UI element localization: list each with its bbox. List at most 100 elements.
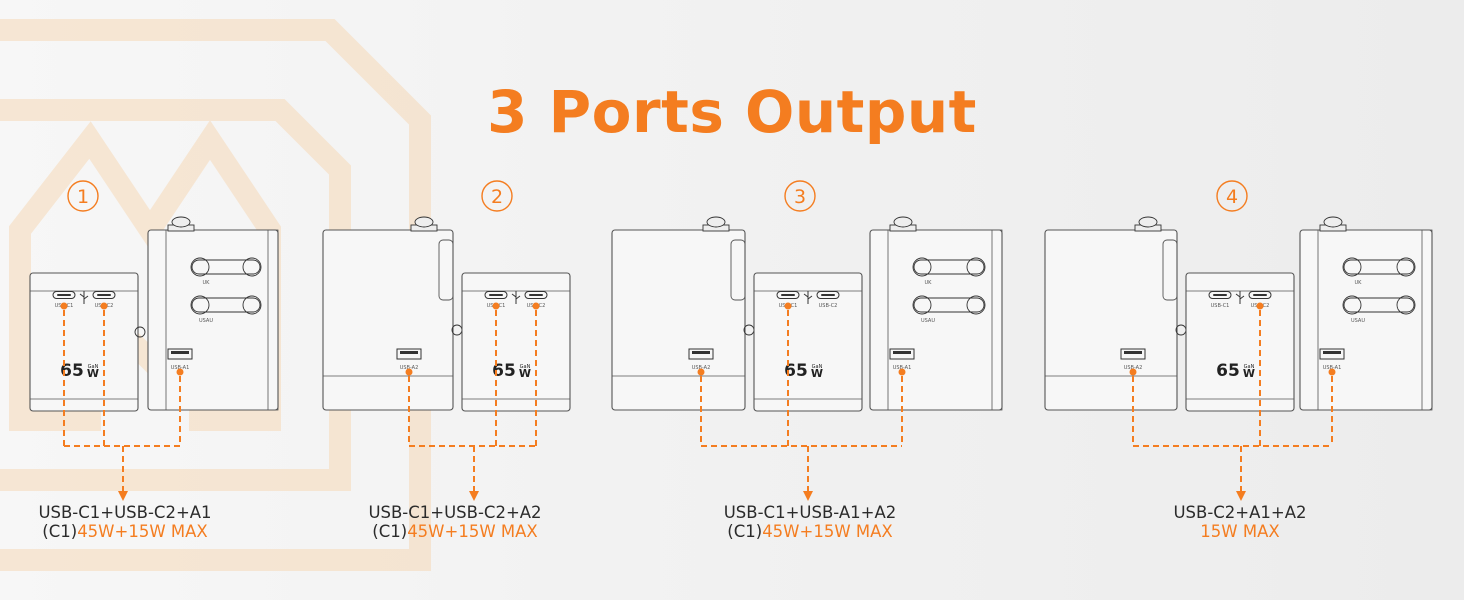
page-title: 3 Ports Output — [487, 78, 977, 146]
port-indicator-dot — [405, 368, 413, 376]
adapter-module-body — [1044, 229, 1178, 411]
usb-c-port-pin — [57, 294, 71, 296]
plug-pin-icon — [1396, 295, 1416, 315]
plug-pin-icon — [242, 257, 262, 277]
port-indicator-dot — [60, 302, 68, 310]
plug-module-body — [869, 229, 1003, 411]
charger-module-body — [753, 272, 863, 412]
config-label-2: USB-C1+USB-C2+A2 (C1)45W+15W MAX — [350, 503, 560, 541]
usb-a-port-pin — [692, 351, 710, 354]
config-ports-1: USB-C1+USB-C2+A1 — [38, 503, 212, 522]
plug-pin-icon — [1342, 257, 1362, 277]
port-indicator-dot — [100, 302, 108, 310]
plug-label: UK — [925, 280, 933, 286]
plug-pin-icon — [190, 257, 210, 277]
usb-a-port-pin — [400, 351, 418, 354]
usb-c-port-pin — [97, 294, 111, 296]
module-edge-line — [1162, 239, 1178, 301]
module-edge-line — [438, 239, 454, 301]
config-number: 4 — [1226, 186, 1238, 208]
usb-symbol-icon — [79, 291, 89, 304]
port-label: USB-A1 — [893, 365, 912, 371]
config-number: 1 — [77, 186, 89, 208]
config-number-circle — [784, 180, 816, 212]
port-indicator-dot — [784, 302, 792, 310]
adapter-module-body — [611, 229, 746, 411]
config-number: 3 — [794, 186, 806, 208]
plug-pin-icon — [966, 257, 986, 277]
slider-knob-icon — [1138, 216, 1158, 228]
wattage-badge: 65 — [492, 361, 516, 381]
usb-a-port-icon — [167, 348, 193, 360]
gan-badge: GaN — [88, 364, 99, 370]
port-label: USB-A1 — [171, 365, 190, 371]
config-ports-3: USB-C1+USB-A1+A2 — [723, 503, 897, 522]
config-power-1: 45W+15W MAX — [77, 522, 208, 541]
wattage-badge: 65 — [60, 361, 84, 381]
port-label: USB-A2 — [692, 365, 711, 371]
usb-c-port-icon — [776, 291, 800, 299]
port-indicator-dot — [1328, 368, 1336, 376]
usb-c-port-pin — [1253, 294, 1267, 296]
config-ports-4: USB-C2+A1+A2 — [1173, 503, 1307, 522]
usb-c-port-icon — [524, 291, 548, 299]
config-ports-2: USB-C1+USB-C2+A2 — [368, 503, 542, 522]
adapter-module-body — [322, 229, 454, 411]
wattage-unit-badge: W — [519, 367, 531, 380]
port-label: USB-A1 — [1323, 365, 1342, 371]
config-number: 2 — [491, 186, 503, 208]
plug-label: UK — [203, 280, 211, 286]
usb-a-port-icon — [1319, 348, 1345, 360]
config-power-4: 15W MAX — [1200, 522, 1280, 541]
wattage-badge: 65 — [1216, 361, 1240, 381]
slider-knob-icon — [706, 216, 726, 228]
wattage-unit-badge: W — [811, 367, 823, 380]
gan-badge: GaN — [812, 364, 823, 370]
wattage-badge: 65 — [784, 361, 808, 381]
config-number-circle — [481, 180, 513, 212]
wattage-unit-badge: W — [87, 367, 99, 380]
plug-pin-slot — [913, 297, 985, 313]
config-prefix-3: (C1) — [727, 522, 763, 541]
plug-label: USAU — [1351, 318, 1365, 324]
usb-a-port-pin — [1323, 351, 1341, 354]
usb-c-port-pin — [1213, 294, 1227, 296]
plug-pin-icon — [190, 295, 210, 315]
usb-a-port-icon — [396, 348, 422, 360]
side-button-icon — [134, 326, 146, 338]
plug-pin-slot — [1343, 297, 1415, 313]
config-prefix-1: (C1) — [42, 522, 78, 541]
config-power-3: 45W+15W MAX — [762, 522, 893, 541]
usb-a-port-icon — [1120, 348, 1146, 360]
module-edge-line — [991, 229, 1003, 411]
usb-c-port-pin — [489, 294, 503, 296]
port-label: USB-C1 — [1211, 303, 1230, 309]
usb-c-port-icon — [1248, 291, 1272, 299]
wattage-unit-badge: W — [1243, 367, 1255, 380]
usb-symbol-icon — [511, 291, 521, 304]
usb-symbol-icon — [803, 291, 813, 304]
config-label-3: USB-C1+USB-A1+A2 (C1)45W+15W MAX — [705, 503, 915, 541]
plug-pin-slot — [913, 259, 985, 275]
port-label: USB-C2 — [819, 303, 838, 309]
port-indicator-dot — [176, 368, 184, 376]
module-edge-line — [730, 239, 746, 301]
config-prefix-2: (C1) — [372, 522, 408, 541]
usb-c-port-pin — [781, 294, 795, 296]
usb-a-port-pin — [1124, 351, 1142, 354]
plug-label: USAU — [199, 318, 213, 324]
usb-a-port-icon — [889, 348, 915, 360]
plug-pin-icon — [242, 295, 262, 315]
port-indicator-dot — [532, 302, 540, 310]
usb-a-port-icon — [688, 348, 714, 360]
usb-c-port-icon — [52, 291, 76, 299]
plug-pin-icon — [966, 295, 986, 315]
charger-module-body — [461, 272, 571, 412]
port-indicator-dot — [898, 368, 906, 376]
gan-badge: GaN — [1244, 364, 1255, 370]
usb-c-port-icon — [1208, 291, 1232, 299]
slider-knob-icon — [171, 216, 191, 228]
slider-knob-icon — [1323, 216, 1343, 228]
